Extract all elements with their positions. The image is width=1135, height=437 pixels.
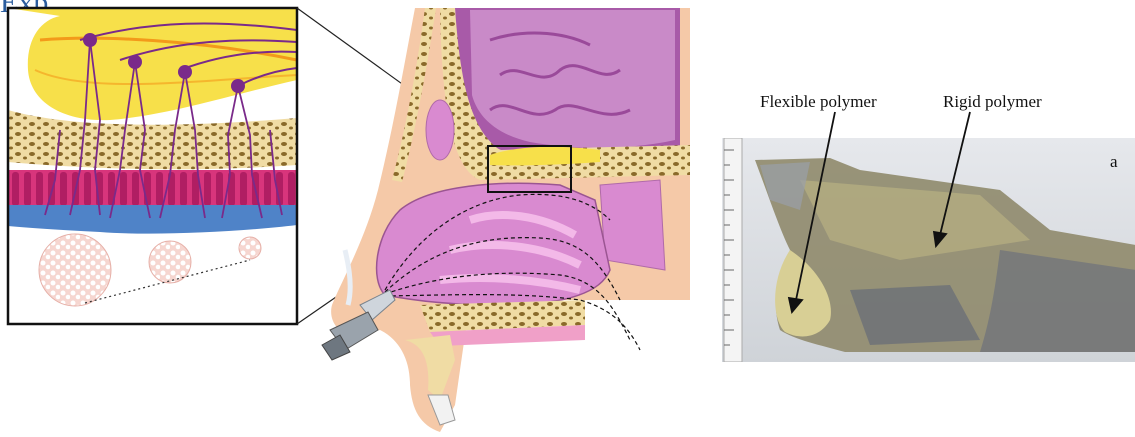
panel-letter: a [1110,152,1118,172]
polymer-photo [722,138,1135,362]
cell-cluster-small [239,237,261,259]
nasal-cross-section [322,8,690,432]
cell-cluster-medium [149,241,191,283]
rigid-polymer-label: Rigid polymer [943,92,1042,112]
cell-cluster-large [39,234,111,306]
frontal-sinus [426,100,454,160]
ruler [724,138,742,362]
sphenoid-sinus [600,180,665,270]
olfactory-inset [8,8,297,324]
flexible-polymer-label: Flexible polymer [760,92,877,112]
